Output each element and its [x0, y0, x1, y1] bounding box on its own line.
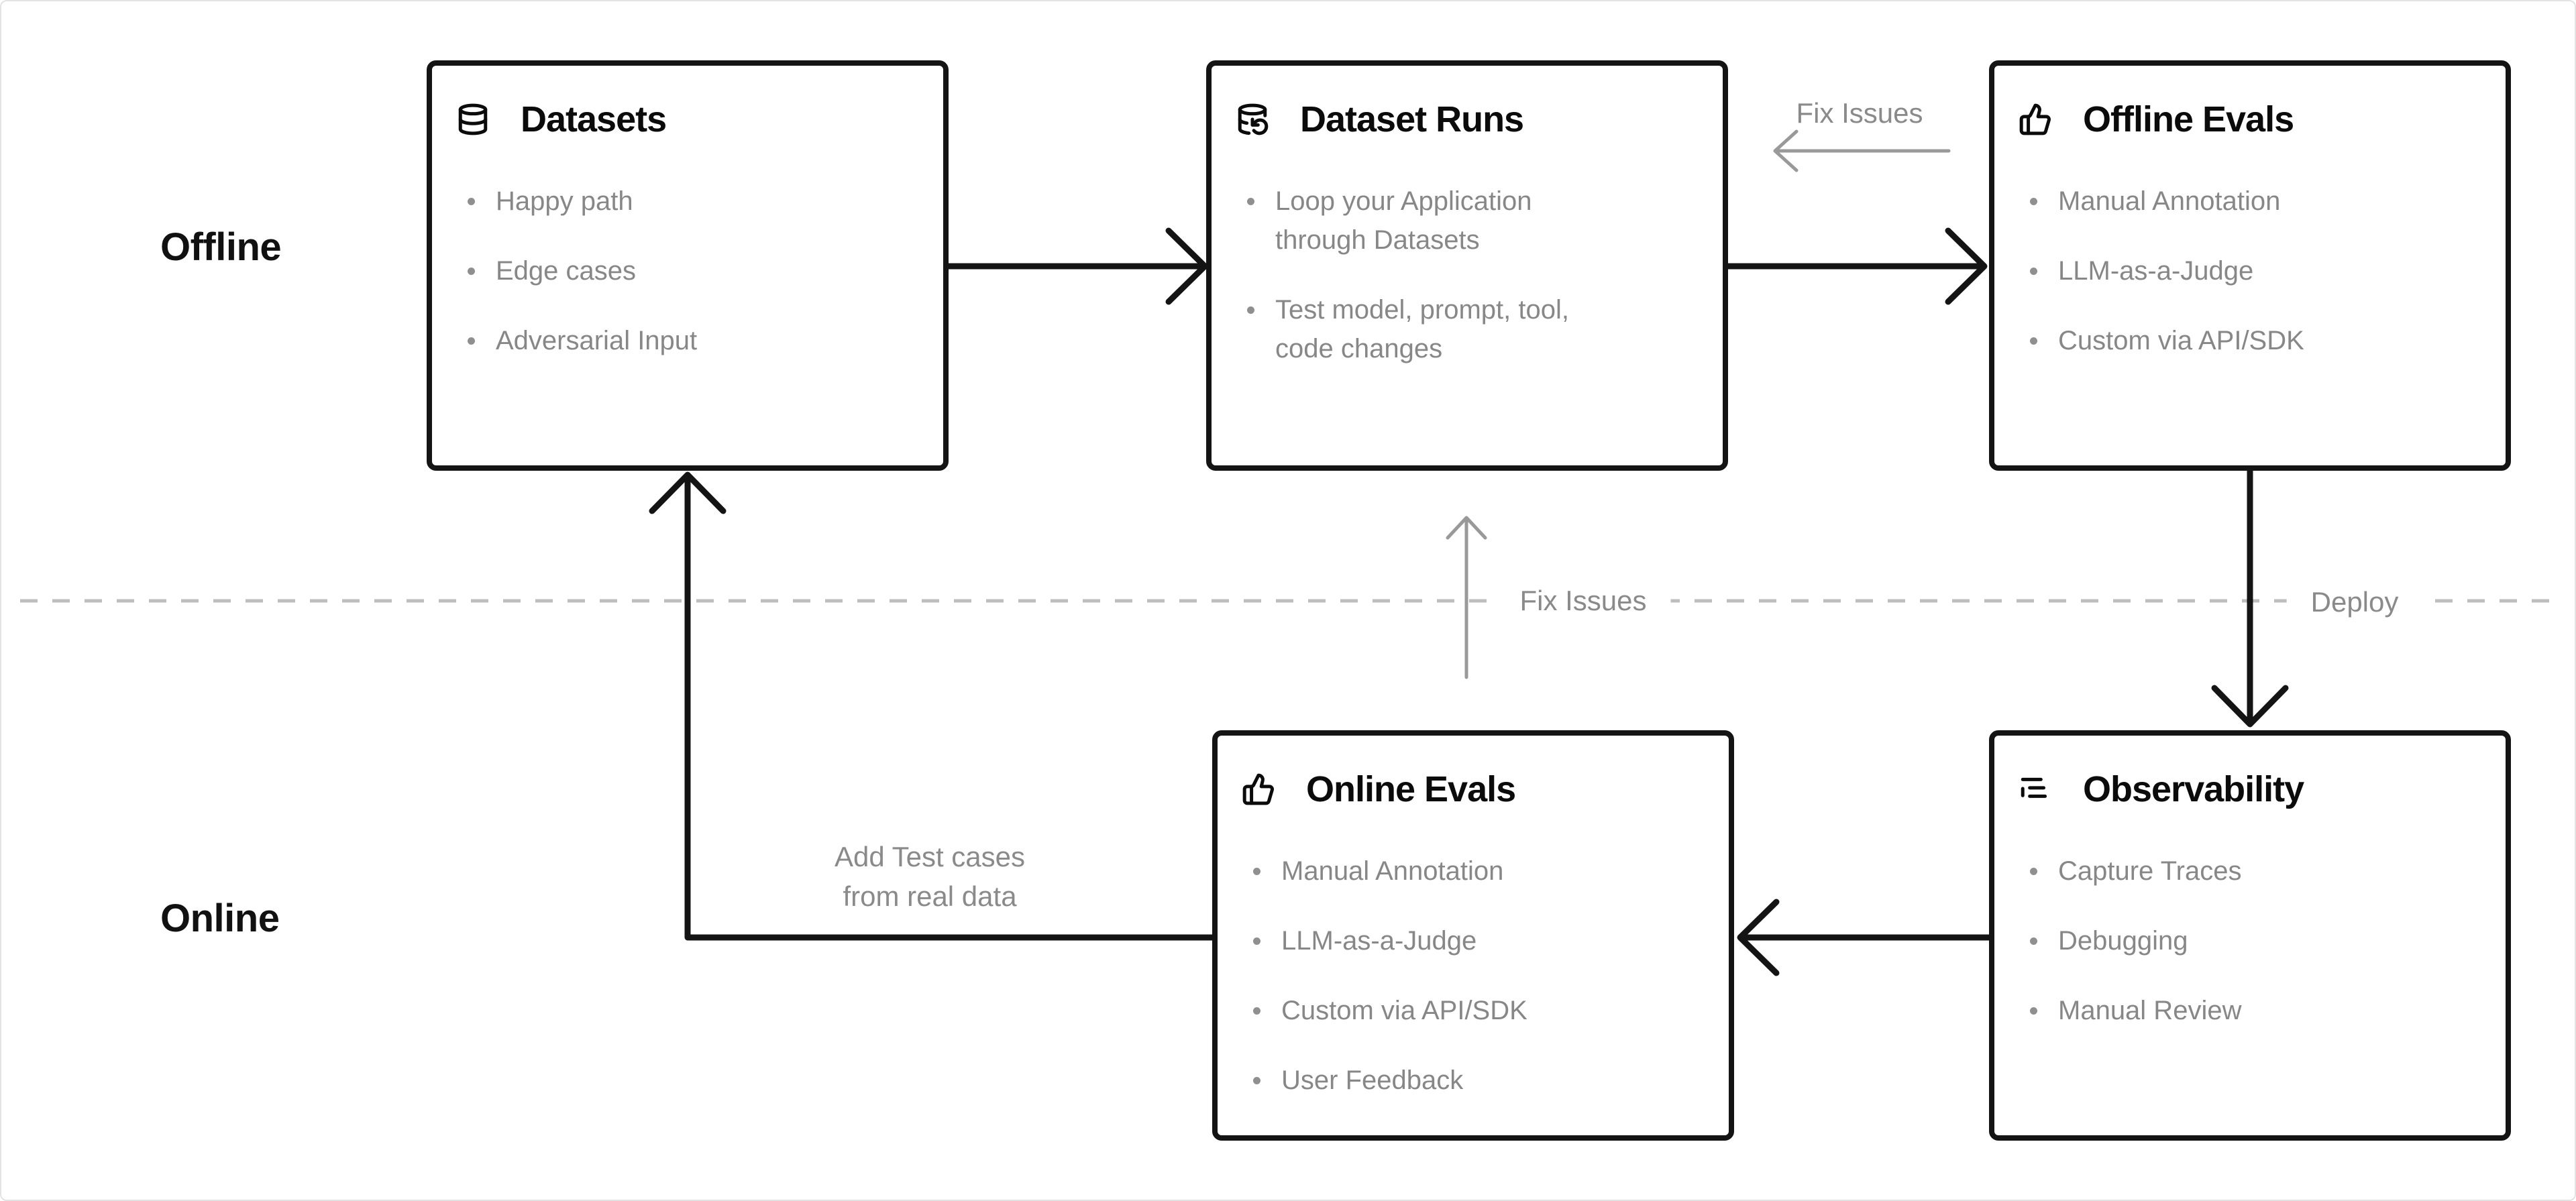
list-item: Test model, prompt, tool, code changes	[1246, 290, 1601, 368]
list-item: Adversarial Input	[466, 321, 842, 360]
feature-list: Manual Annotation LLM-as-a-Judge Custom …	[2029, 182, 2404, 391]
list-item: Custom via API/SDK	[1252, 991, 1627, 1030]
fix-issues-divider-label: Fix Issues	[1495, 581, 1671, 620]
feature-list: Happy path Edge cases Adversarial Input	[466, 182, 842, 391]
box-observability: Observability Capture Traces Debugging M…	[1989, 730, 2511, 1141]
box-title: Observability	[2083, 769, 2304, 809]
box-offline-evals: Offline Evals Manual Annotation LLM-as-a…	[1989, 60, 2511, 471]
list-item: Debugging	[2029, 921, 2404, 960]
box-title: Offline Evals	[2083, 99, 2294, 139]
list-item: Capture Traces	[2029, 852, 2404, 891]
database-icon	[456, 103, 490, 136]
deploy-label: Deploy	[2286, 583, 2423, 622]
box-offline-evals-header: Offline Evals	[2019, 98, 2294, 141]
arrow-observability-to-online-evals	[1737, 899, 1992, 976]
feature-list: Manual Annotation LLM-as-a-Judge Custom …	[1252, 852, 1627, 1131]
list-tree-icon	[2019, 773, 2052, 806]
arrow-dataset-runs-to-offline-evals	[1725, 227, 1988, 305]
box-datasets: Datasets Happy path Edge cases Adversari…	[427, 60, 949, 471]
thumbs-up-icon	[2019, 103, 2052, 136]
box-observability-header: Observability	[2019, 768, 2304, 811]
list-item: Edge cases	[466, 251, 842, 290]
box-online-evals: Online Evals Manual Annotation LLM-as-a-…	[1212, 730, 1734, 1141]
lane-label-offline: Offline	[160, 225, 282, 269]
list-item: Loop your Application through Datasets	[1246, 182, 1601, 260]
list-item: LLM-as-a-Judge	[2029, 251, 2404, 290]
thumbs-up-icon	[1242, 773, 1275, 806]
list-item: Manual Annotation	[2029, 182, 2404, 221]
box-datasets-header: Datasets	[456, 98, 667, 141]
add-test-cases-label: Add Test cases from real data	[834, 841, 1026, 912]
lane-label-online: Online	[160, 897, 280, 940]
arrow-fix-issues-middle	[1446, 516, 1487, 679]
arrow-offline-evals-to-observability	[2211, 467, 2289, 728]
feature-list: Capture Traces Debugging Manual Review	[2029, 852, 2404, 1061]
arrow-fix-issues-top	[1773, 129, 1951, 172]
list-item: User Feedback	[1252, 1061, 1627, 1100]
arrow-online-evals-to-datasets	[649, 471, 1216, 941]
fix-issues-top-label: Fix Issues	[1796, 97, 1923, 129]
list-item: LLM-as-a-Judge	[1252, 921, 1627, 960]
box-dataset-runs: Dataset Runs Loop your Application throu…	[1206, 60, 1728, 471]
arrow-datasets-to-dataset-runs	[945, 227, 1208, 305]
list-item: Happy path	[466, 182, 842, 221]
box-title: Online Evals	[1306, 769, 1516, 809]
database-refresh-icon	[1236, 103, 1269, 136]
box-online-evals-header: Online Evals	[1242, 768, 1516, 811]
list-item: Manual Annotation	[1252, 852, 1627, 891]
feature-list: Loop your Application through Datasets T…	[1246, 182, 1601, 399]
box-title: Datasets	[521, 99, 667, 139]
box-dataset-runs-header: Dataset Runs	[1236, 98, 1524, 141]
list-item: Custom via API/SDK	[2029, 321, 2404, 360]
list-item: Manual Review	[2029, 991, 2404, 1030]
box-title: Dataset Runs	[1300, 99, 1524, 139]
